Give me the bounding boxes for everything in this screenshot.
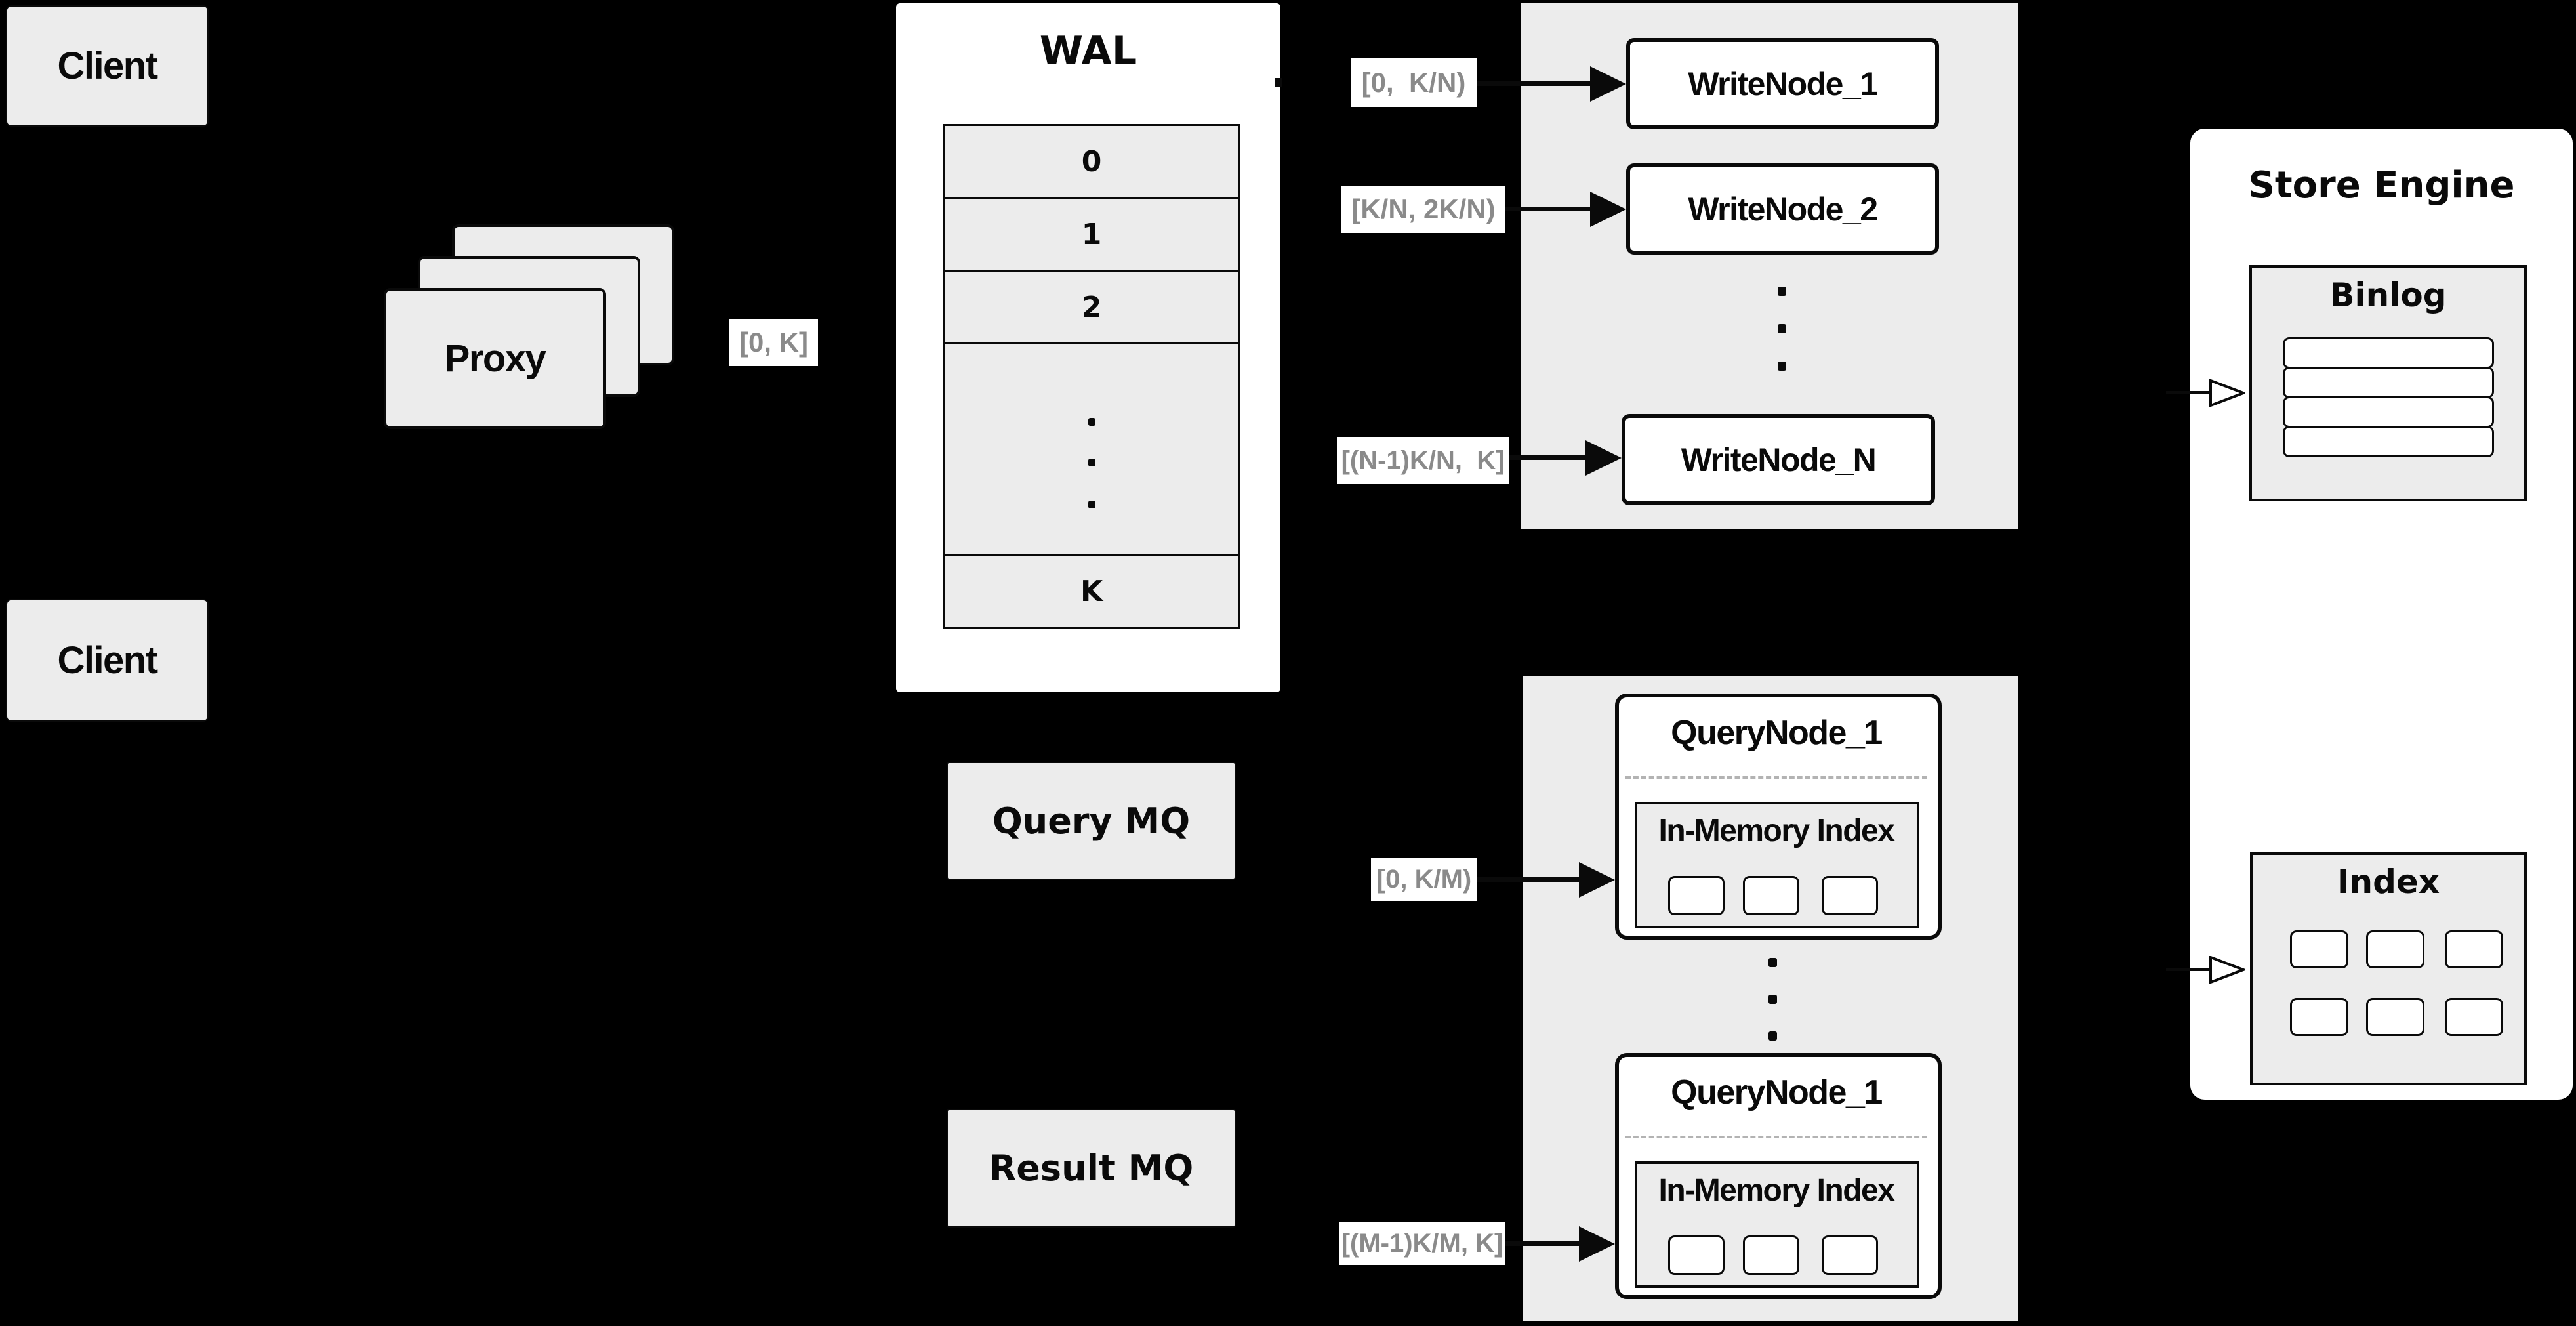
- arrow-line: [1477, 81, 1591, 86]
- wal-outgoing-arrow-stub: [1275, 78, 1282, 87]
- write-node-n-label: WriteNode_N: [1681, 441, 1877, 478]
- in-memory-index-top-title-text: In-Memory Index: [1658, 813, 1895, 848]
- store-engine-title: Store Engine: [2190, 161, 2573, 209]
- query-range-label-m: [(M-1)K/M, K]: [1339, 1222, 1505, 1265]
- in-memory-index-bottom-title: In-Memory Index: [1635, 1172, 1918, 1209]
- store-index-box: [2250, 852, 2527, 1085]
- wal-segment-1: 1: [943, 197, 1240, 272]
- ellipsis-dots: [1768, 958, 1777, 967]
- write-range-label-1: [0, K/N): [1351, 58, 1477, 107]
- index-segment-cell: [1743, 1235, 1799, 1275]
- hollow-arrowhead-icon: [2209, 379, 2245, 407]
- proxy-box: Proxy: [384, 288, 606, 429]
- arrowhead-icon: [1585, 440, 1622, 476]
- index-segment-cell: [1668, 876, 1725, 915]
- arrow-line: [1477, 877, 1579, 882]
- wal-segment-1-label: 1: [1081, 217, 1102, 251]
- binlog-row: [2283, 396, 2494, 428]
- store-index-cell: [2445, 930, 2503, 968]
- ellipsis-dots: [1778, 362, 1786, 371]
- hollow-arrowhead-icon: [2209, 956, 2245, 984]
- binlog-title-text: Binlog: [2329, 276, 2447, 314]
- store-index-title-text: Index: [2337, 863, 2440, 901]
- arrow-line: [1505, 207, 1591, 211]
- arrow-line: [1505, 1241, 1579, 1246]
- ellipsis-dots: [1768, 1031, 1777, 1041]
- index-segment-cell: [1822, 876, 1878, 915]
- dashed-divider: [1625, 1136, 1927, 1138]
- write-node-n-box: WriteNode_N: [1622, 414, 1935, 505]
- write-node-2-label: WriteNode_2: [1688, 190, 1878, 228]
- store-index-cell: [2366, 998, 2424, 1036]
- result-mq-box: Result MQ: [947, 1109, 1236, 1228]
- query-node-bottom-title-text: QueryNode_1: [1671, 1073, 1883, 1111]
- store-index-cell: [2445, 998, 2503, 1036]
- client-top-box: Client: [6, 5, 209, 127]
- proxy-label: Proxy: [444, 337, 546, 380]
- index-segment-cell: [1743, 876, 1799, 915]
- arrow-line: [2166, 391, 2212, 394]
- arrow-line: [1509, 455, 1586, 460]
- in-memory-index-bottom-title-text: In-Memory Index: [1658, 1172, 1895, 1208]
- wal-ellipsis-row: [943, 342, 1240, 556]
- query-node-top-title-text: QueryNode_1: [1671, 714, 1883, 752]
- wal-segment-k-label: K: [1080, 575, 1103, 608]
- write-range-label-n: [(N-1)K/N, K]: [1337, 437, 1509, 484]
- wal-segment-k: K: [943, 554, 1240, 629]
- in-memory-index-top-title: In-Memory Index: [1635, 812, 1918, 849]
- arrowhead-icon: [1590, 66, 1626, 102]
- query-mq-box: Query MQ: [947, 762, 1236, 880]
- query-node-bottom-title: QueryNode_1: [1615, 1071, 1938, 1113]
- binlog-row: [2283, 426, 2494, 457]
- write-range-label-2: [K/N, 2K/N): [1341, 186, 1505, 233]
- proxy-range-label: [0, K]: [729, 319, 818, 366]
- arrow-line: [2166, 968, 2212, 971]
- client-top-label: Client: [57, 45, 158, 87]
- result-mq-label: Result MQ: [989, 1148, 1194, 1189]
- query-range-label-1: [0, K/M): [1371, 858, 1477, 901]
- arrowhead-icon: [1579, 1226, 1615, 1262]
- query-node-top-title: QueryNode_1: [1615, 712, 1938, 754]
- write-node-2-box: WriteNode_2: [1626, 163, 1939, 255]
- wal-title-text: WAL: [1039, 28, 1137, 74]
- arrowhead-icon: [1590, 192, 1626, 227]
- ellipsis-dots: [1088, 459, 1095, 466]
- ellipsis-dots: [1778, 287, 1786, 296]
- ellipsis-dots: [1768, 995, 1777, 1004]
- binlog-title: Binlog: [2249, 274, 2527, 316]
- store-engine-title-text: Store Engine: [2248, 163, 2515, 207]
- store-index-title: Index: [2250, 861, 2527, 903]
- store-index-cell: [2290, 998, 2348, 1036]
- store-index-cell: [2366, 930, 2424, 968]
- wal-segment-2: 2: [943, 270, 1240, 344]
- wal-title: WAL: [896, 25, 1280, 77]
- query-mq-label: Query MQ: [992, 800, 1191, 842]
- dashed-divider: [1625, 776, 1927, 779]
- binlog-row: [2283, 337, 2494, 369]
- ellipsis-dots: [1778, 324, 1786, 333]
- ellipsis-dots: [1088, 501, 1095, 508]
- wal-segment-2-label: 2: [1081, 290, 1102, 324]
- binlog-row: [2283, 367, 2494, 398]
- write-node-1-box: WriteNode_1: [1626, 38, 1939, 129]
- store-index-cell: [2290, 930, 2348, 968]
- index-segment-cell: [1668, 1235, 1725, 1275]
- wal-segment-0-label: 0: [1081, 144, 1102, 178]
- arrowhead-icon: [1579, 862, 1615, 898]
- ellipsis-dots: [1088, 418, 1095, 426]
- write-node-1-label: WriteNode_1: [1688, 65, 1878, 102]
- index-segment-cell: [1822, 1235, 1878, 1275]
- client-bottom-label: Client: [57, 639, 158, 682]
- client-bottom-box: Client: [6, 599, 209, 722]
- wal-segment-0: 0: [943, 124, 1240, 199]
